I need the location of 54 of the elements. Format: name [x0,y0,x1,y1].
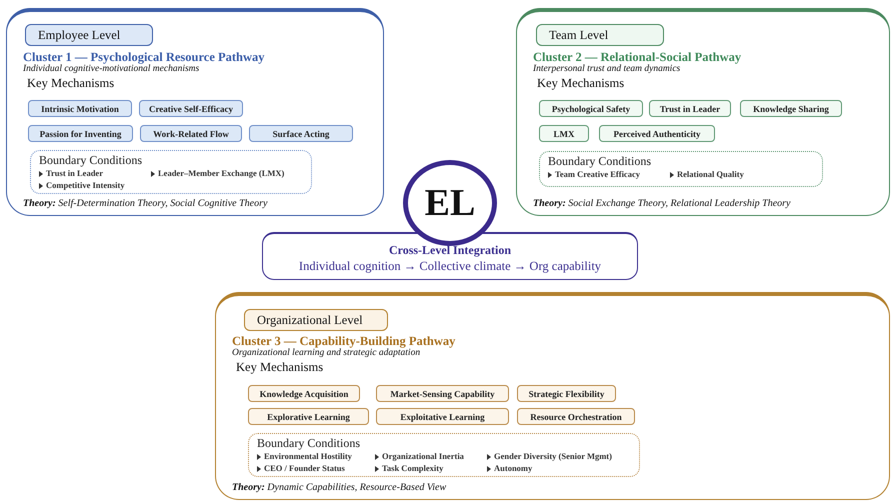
mechanism-box: Strategic Flexibility [517,385,616,402]
mechanism-box: Knowledge Acquisition [248,385,360,402]
section-heading: Key Mechanisms [27,76,114,91]
circle-node: EL [403,160,497,246]
mechanism-box: Psychological Safety [539,100,643,117]
cluster-heading: Cluster 3 — Capability-Building Pathway [232,334,456,348]
bullet-item: Autonomy [494,463,532,474]
level-tab: Organizational Level [244,309,388,331]
mechanism-box: Trust in Leader [649,100,731,117]
mechanism-box: Perceived Authenticity [599,125,715,142]
subtitle: Individual cognitive-motivational mechanisms [23,64,200,74]
cluster-heading: Cluster 2 — Relational-Social Pathway [533,50,742,64]
boundary-heading: Boundary Conditions [548,155,652,168]
mechanism-box: Passion for Inventing [28,125,133,142]
boundary-box [248,433,640,477]
boundary-heading: Boundary Conditions [257,437,362,450]
bullet-item: Team Creative Efficacy [555,169,640,180]
mechanism-box: Explorative Learning [248,408,369,425]
level-panel [215,292,890,500]
subtitle: Interpersonal trust and team dynamics [533,64,680,74]
level-panel [516,8,890,216]
boundary-box [30,150,312,194]
level-tab: Employee Level [25,24,153,46]
bullet-item: CEO / Founder Status [264,463,345,474]
theory-note: Theory: Self-Determination Theory, Social Cognitive Theory [23,198,268,209]
bullet-item: Environmental Hostility [264,451,352,462]
mechanism-box: Work-Related Flow [140,125,242,142]
integration-text: Individual cognition → Collective climate → Org capability [298,258,602,274]
theory-note: Theory: Dynamic Capabilities, Resource-Based View [232,482,446,493]
bullet-item: Relational Quality [677,169,744,180]
bullet-item: Organizational Inertia [382,451,464,462]
cluster-heading: Cluster 1 — Psychological Resource Pathway [23,50,265,64]
subtitle: Organizational learning and strategic adaptation [232,348,420,358]
mechanism-box: Market-Sensing Capability [376,385,509,402]
mechanism-box: Surface Acting [249,125,353,142]
level-tab: Team Level [536,24,664,46]
mechanism-box: Intrinsic Motivation [28,100,132,117]
section-heading: Key Mechanisms [236,360,324,375]
bullet-item: Competitive Intensity [46,180,125,191]
integration-box [262,232,638,280]
mechanism-box: Resource Orchestration [517,408,635,425]
bullet-item: Leader–Member Exchange (LMX) [158,168,284,179]
mechanism-box: Exploitative Learning [376,408,509,425]
section-heading: Key Mechanisms [537,76,624,91]
level-panel [6,8,384,216]
mechanism-box: Creative Self-Efficacy [139,100,243,117]
bullet-item: Task Complexity [382,463,444,474]
bullet-item: Gender Diversity (Senior Mgmt) [494,451,612,462]
theory-note: Theory: Social Exchange Theory, Relational Leadership Theory [533,198,790,209]
boundary-box [539,151,823,187]
mechanism-box: Knowledge Sharing [740,100,842,117]
mechanism-box: LMX [539,125,589,142]
bullet-item: Trust in Leader [46,168,103,179]
boundary-heading: Boundary Conditions [39,154,144,167]
